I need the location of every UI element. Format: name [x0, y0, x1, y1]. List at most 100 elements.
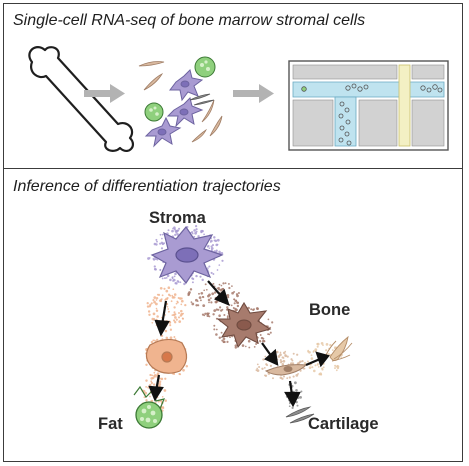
cell-dot	[226, 306, 229, 309]
cell-dot	[314, 364, 317, 367]
cell-dot	[331, 349, 334, 351]
cell-dot	[167, 286, 171, 289]
cell-dot	[335, 365, 338, 368]
trajectory-arrows	[148, 280, 330, 408]
cell-dot	[220, 309, 223, 312]
cell-dot	[320, 342, 324, 345]
cell-dot	[145, 363, 148, 367]
cell-dot	[152, 383, 156, 386]
cell-dot	[192, 232, 194, 235]
trabecular-bone-icon	[398, 64, 411, 147]
cell-dot	[191, 277, 194, 280]
cell-dot	[306, 360, 309, 363]
cell-dot	[210, 301, 213, 304]
cell-dot	[213, 328, 216, 331]
cell-dot	[176, 301, 179, 304]
cell-dot	[178, 312, 180, 314]
cell-dot	[220, 284, 223, 287]
cell-dot	[216, 238, 220, 242]
cell-dot	[175, 282, 178, 285]
label-cartilage: Cartilage	[308, 415, 379, 433]
cell-dot	[197, 235, 200, 238]
cell-dot	[210, 249, 213, 252]
cell-dot	[171, 277, 174, 280]
cell-dot	[171, 314, 174, 317]
cell-dot	[174, 321, 177, 324]
cell-dot	[176, 233, 179, 236]
cell-dot	[213, 309, 217, 312]
cell-dot	[167, 229, 170, 232]
cell-dot	[207, 298, 211, 302]
cell-dot	[203, 289, 206, 292]
cell-dot	[284, 354, 288, 358]
cell-dot	[211, 244, 215, 247]
cell-dot	[329, 343, 332, 347]
cell-dot	[229, 336, 231, 339]
cell-dot	[199, 275, 202, 278]
cell-dot	[146, 305, 150, 308]
cell-dot	[178, 227, 181, 230]
cell-dot	[296, 404, 299, 407]
cell-dot	[174, 338, 177, 341]
cell-dot	[191, 281, 194, 284]
cell-dot	[144, 391, 148, 395]
cell-dot	[308, 366, 312, 369]
cell-dot	[159, 233, 162, 236]
cell-dot	[173, 275, 176, 278]
cell-dot	[322, 366, 325, 369]
chondrocyte-icon	[189, 93, 215, 106]
cell-dot	[215, 249, 218, 252]
cell-dot	[161, 294, 164, 297]
cell-dot	[169, 328, 173, 331]
cell-dot	[210, 245, 213, 248]
cell-dot	[145, 379, 148, 382]
cell-dot	[159, 269, 162, 272]
cell-dot	[279, 353, 282, 357]
cell-dot	[231, 291, 234, 295]
cell-dot	[230, 304, 233, 307]
cell-dot	[217, 288, 221, 291]
cell-dot	[158, 380, 162, 383]
gray-arrow-icon	[233, 84, 274, 103]
spindle-cell-icon	[138, 61, 223, 143]
cell-dot	[161, 233, 164, 236]
cell-dot	[148, 383, 152, 387]
cell-dot	[232, 306, 235, 310]
cell-dot	[190, 231, 194, 234]
cell-dot	[258, 365, 261, 369]
cell-dot	[150, 380, 153, 383]
cell-dot	[175, 318, 178, 321]
cell-dot	[212, 282, 215, 285]
cell-dot	[178, 320, 182, 323]
cell-dot	[180, 309, 183, 313]
cell-dot	[301, 359, 304, 363]
cell-dot	[197, 304, 200, 307]
cell-dot	[252, 308, 255, 312]
cell-dot	[190, 301, 193, 303]
cell-dot	[171, 294, 174, 297]
cell-dot	[151, 376, 155, 380]
cell-dot	[167, 308, 170, 310]
cell-dot	[218, 264, 221, 266]
fat-cell-icon	[144, 102, 164, 122]
cell-dot	[172, 288, 175, 291]
cell-dot	[153, 339, 156, 342]
cell-dot	[181, 317, 185, 320]
cell-dot	[176, 229, 179, 232]
cell-dot	[241, 344, 245, 347]
cell-dot	[299, 396, 302, 399]
cell-dot	[215, 333, 218, 336]
cell-dot	[158, 382, 162, 386]
cell-dot	[151, 321, 154, 324]
cell-dot	[218, 336, 222, 340]
cell-dot	[164, 314, 167, 316]
cell-dot	[247, 339, 251, 343]
cell-dot	[198, 292, 200, 295]
cell-dot	[206, 312, 209, 316]
cell-dot	[288, 405, 291, 408]
cell-dot	[203, 233, 205, 236]
cell-dot	[151, 317, 154, 321]
cell-dot	[177, 281, 180, 283]
cell-dot	[172, 278, 176, 282]
cell-dot	[210, 239, 213, 243]
